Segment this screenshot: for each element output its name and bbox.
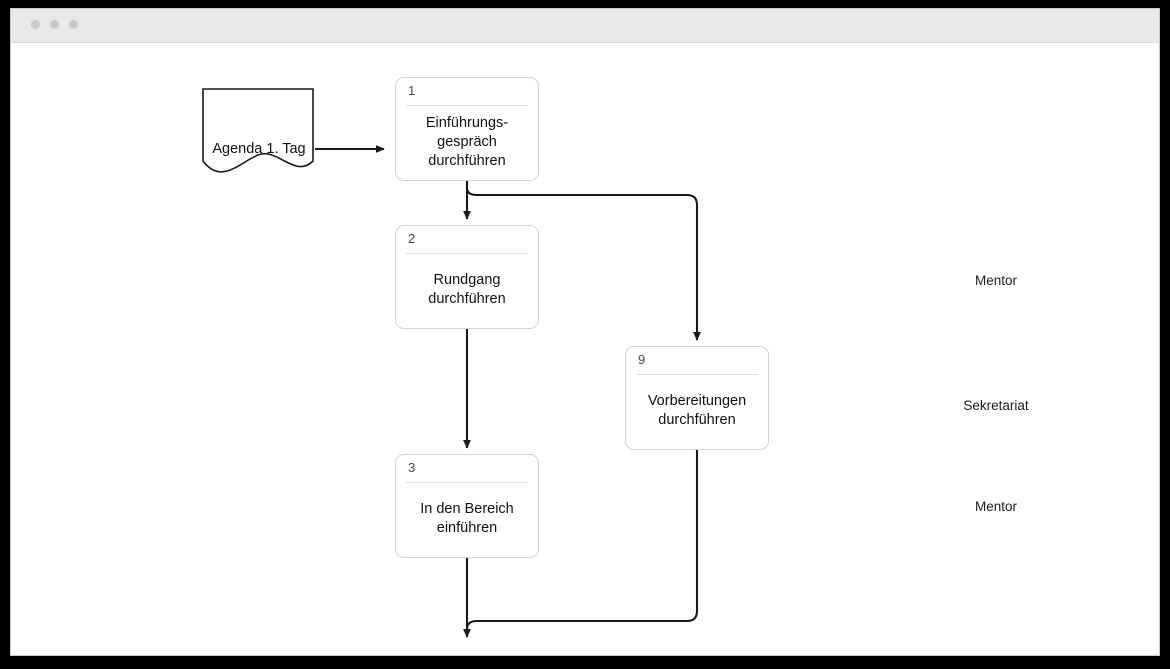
process-node-2-divider xyxy=(406,253,528,254)
flowchart-connectors xyxy=(202,88,701,638)
process-node-3[interactable]: 3 In den Bereich einführen xyxy=(395,454,539,558)
process-node-1-label: Einführungs- gespräch durchführen xyxy=(425,114,509,169)
role-label-mentor-top: Mentor xyxy=(974,273,1018,288)
process-node-2-number: 2 xyxy=(408,231,416,246)
connector-node-9-to-exit xyxy=(465,450,699,630)
process-node-9[interactable]: 9 Vorbereitungen durchführen xyxy=(625,346,769,450)
process-node-3-number: 3 xyxy=(408,460,416,475)
close-dot-icon[interactable] xyxy=(31,20,40,29)
process-node-1-number: 1 xyxy=(408,83,416,98)
process-node-1[interactable]: 1 Einführungs- gespräch durchführen xyxy=(395,77,539,181)
process-node-2-label: Rundgang durchführen xyxy=(428,272,506,307)
agenda-document-shape[interactable] xyxy=(202,88,314,173)
maximize-dot-icon[interactable] xyxy=(69,20,78,29)
diagram-canvas[interactable]: Agenda 1. Tag 1 Einführungs- gespräch du… xyxy=(11,43,1159,655)
minimize-dot-icon[interactable] xyxy=(50,20,59,29)
role-label-sekretariat: Sekretariat xyxy=(963,398,1029,413)
process-node-9-divider xyxy=(636,374,758,375)
role-label-mentor-bottom: Mentor xyxy=(974,499,1018,514)
process-node-1-divider xyxy=(406,105,528,106)
connector-node-1-to-node-9 xyxy=(465,187,701,341)
process-node-3-label: In den Bereich einführen xyxy=(420,501,514,536)
application-window: Agenda 1. Tag 1 Einführungs- gespräch du… xyxy=(10,8,1160,656)
process-node-9-label: Vorbereitungen durchführen xyxy=(647,393,747,428)
process-node-3-divider xyxy=(406,482,528,483)
window-title-bar xyxy=(11,9,1159,43)
process-node-2[interactable]: 2 Rundgang durchführen xyxy=(395,225,539,329)
process-node-9-number: 9 xyxy=(638,352,646,367)
